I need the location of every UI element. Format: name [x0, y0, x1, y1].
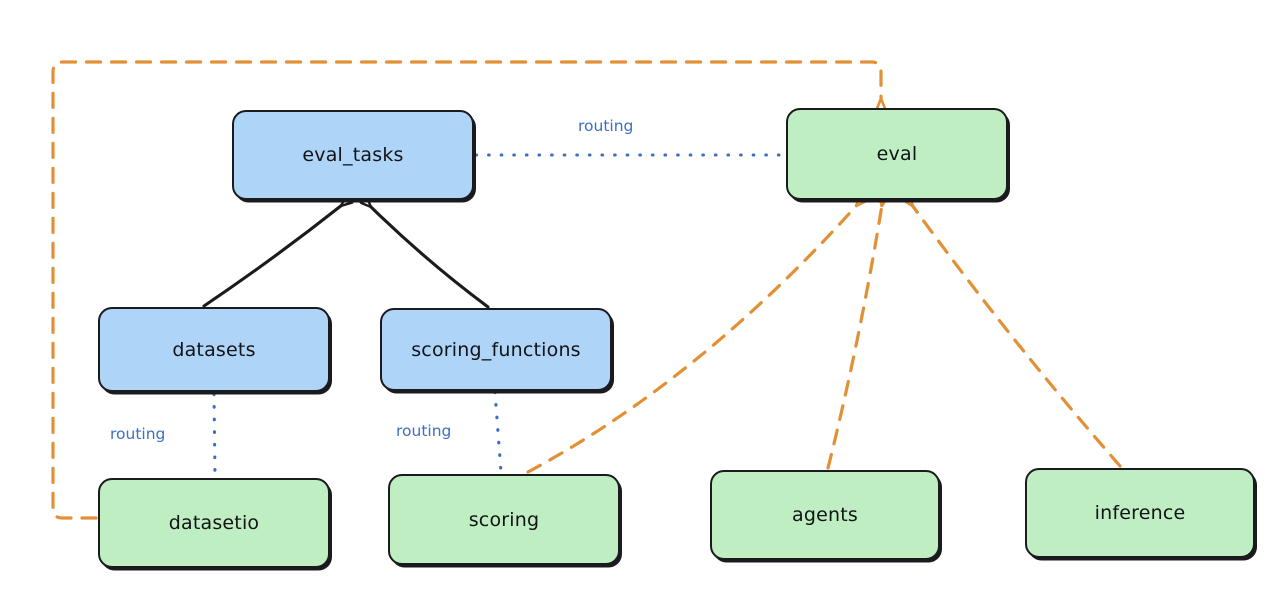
node-label-inference: inference — [1094, 502, 1186, 524]
node-datasets[interactable]: datasets — [98, 307, 330, 392]
node-label-scoring: scoring — [468, 508, 540, 531]
node-eval-tasks[interactable]: eval_tasks — [232, 110, 474, 200]
node-label-eval-tasks: eval_tasks — [302, 144, 404, 166]
edge-datasets-to-eval-tasks — [202, 205, 342, 308]
edge-datasets-to-datasetio — [212, 392, 217, 478]
edge-agents-to-eval — [826, 205, 882, 470]
node-label-datasetio: datasetio — [168, 512, 260, 534]
node-datasetio[interactable]: datasetio — [98, 478, 330, 568]
edge-label-routing-scoring-functions: routing — [396, 422, 452, 440]
edge-label-routing-datasets: routing — [110, 425, 166, 443]
edge-scoring-functions-to-eval-tasks — [370, 206, 490, 309]
node-label-agents: agents — [792, 504, 858, 526]
node-label-eval: eval — [876, 143, 918, 165]
node-agents[interactable]: agents — [710, 470, 940, 560]
edge-inference-to-eval — [912, 205, 1122, 468]
node-eval[interactable]: eval — [786, 108, 1008, 200]
edge-label-routing-eval-tasks: routing — [578, 117, 634, 135]
node-scoring[interactable]: scoring — [388, 474, 620, 565]
node-inference[interactable]: inference — [1025, 468, 1255, 558]
edge-scoring-functions-to-scoring — [493, 390, 503, 474]
node-scoring-functions[interactable]: scoring_functions — [380, 308, 612, 391]
node-label-scoring-functions: scoring_functions — [411, 338, 581, 361]
node-label-datasets: datasets — [172, 338, 256, 361]
